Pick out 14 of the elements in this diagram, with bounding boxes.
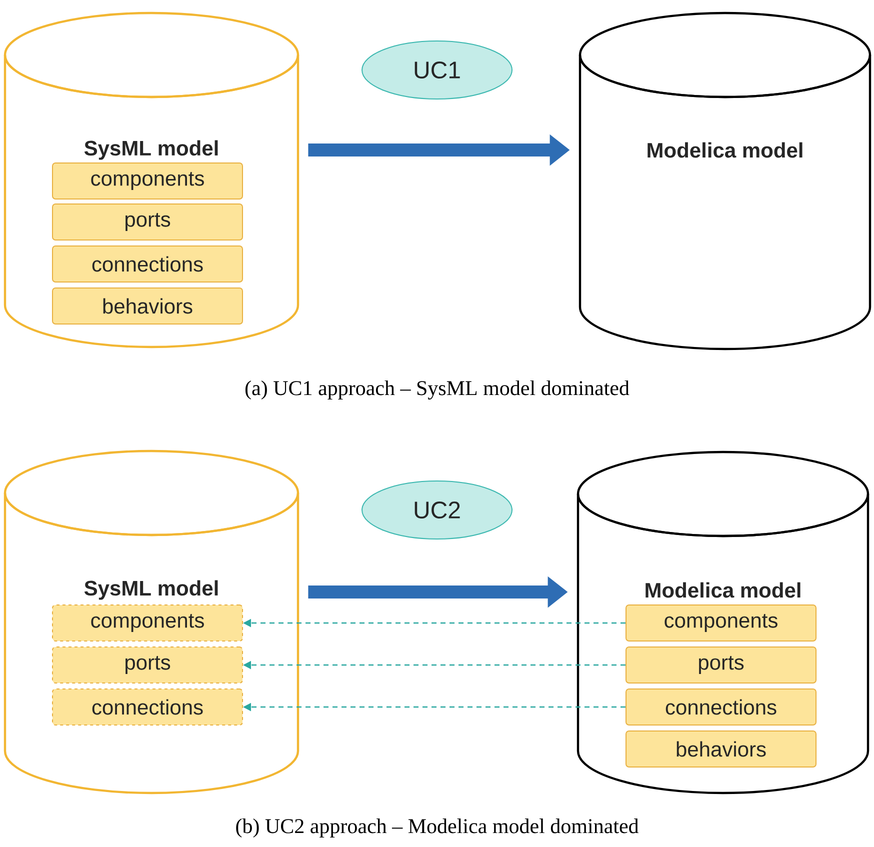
item-box: components (626, 604, 816, 642)
item-box: components (52, 604, 243, 642)
item-box: behaviors (52, 288, 243, 324)
item-box: connections (52, 246, 243, 282)
item-box: connections (626, 688, 816, 726)
cylinder: Modelica model (578, 12, 872, 350)
item-box: components (52, 162, 243, 200)
caption: (a) UC1 approach – SysML model dominated (245, 380, 630, 400)
caption: (b) UC2 approach – Modelica model dominated (236, 818, 639, 838)
item-box: ports (52, 646, 243, 684)
item-box: connections (52, 688, 243, 726)
item-box: ports (626, 646, 816, 684)
item-box: ports (52, 204, 243, 240)
item-box: behaviors (626, 730, 816, 768)
